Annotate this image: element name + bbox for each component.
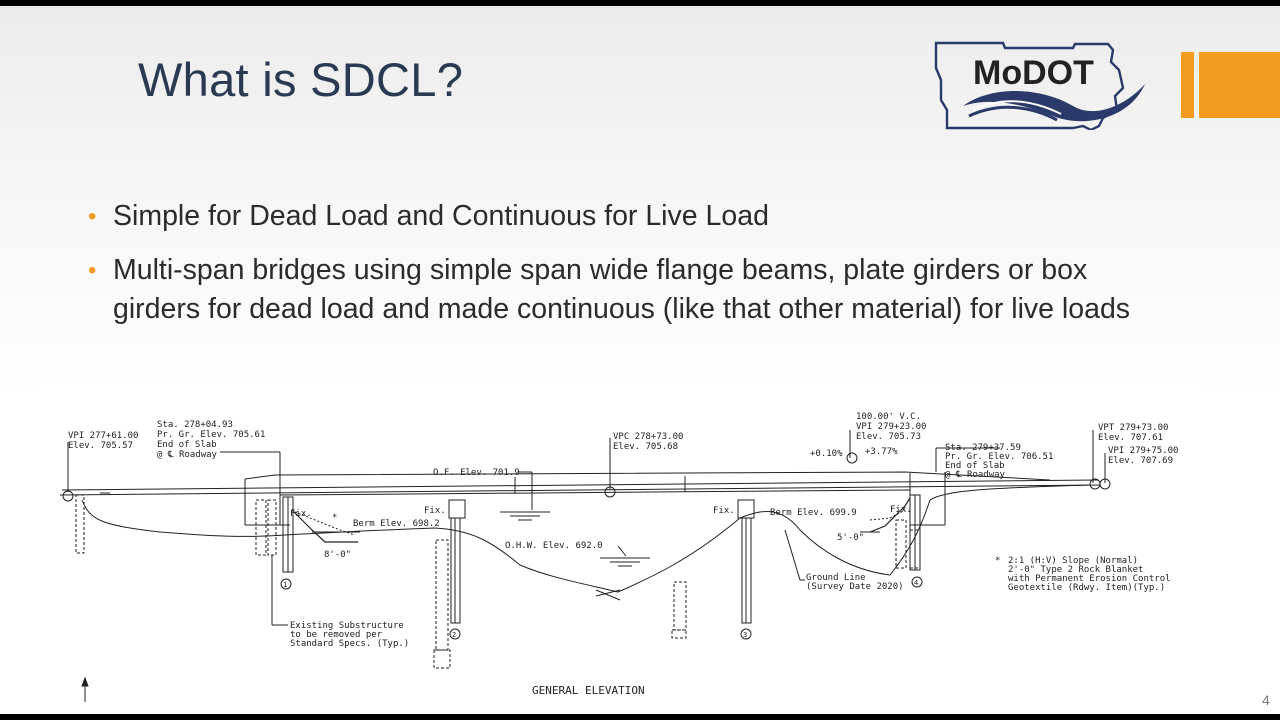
logo-text: MoDOT <box>973 54 1094 92</box>
vc-label: 100.00' V.C. <box>856 412 921 422</box>
sta-right-2: Pr. Gr. Elev. 706.51 <box>945 452 1053 462</box>
sta-right-1: Sta. 279+37.59 <box>945 443 1021 453</box>
vpi-right-elev: Elev. 707.69 <box>1108 456 1173 466</box>
vpc-label: VPC 278+73.00 <box>613 432 683 442</box>
slide-title: What is SDCL? <box>138 53 464 106</box>
of-elev: O.F. Elev. 701.9 <box>433 468 520 478</box>
existing-note-1: Existing Substructure <box>290 621 404 631</box>
grade-right: +3.77% <box>865 447 898 457</box>
bullet-text: Simple for Dead Load and Continuous for … <box>113 200 769 232</box>
berm-right: Berm Elev. 699.9 <box>770 508 857 518</box>
vpc-elev: Elev. 705.68 <box>613 442 678 452</box>
vpt-elev: Elev. 707.61 <box>1098 433 1163 443</box>
bullet-list: • Simple for Dead Load and Continuous fo… <box>88 197 1168 344</box>
sta-left-1: Sta. 278+04.93 <box>157 420 233 430</box>
vc-elev: Elev. 705.73 <box>856 432 921 442</box>
fix-label: Fix. <box>290 509 312 519</box>
bullet-text: Multi-span bridges using simple span wid… <box>113 254 1131 325</box>
bullet-dot-icon: • <box>88 203 97 230</box>
drawing-caption: GENERAL ELEVATION <box>532 684 645 697</box>
dim-left: 8'-0" <box>324 550 351 560</box>
sta-left-4: @ ℄ Roadway <box>157 450 218 460</box>
grade-left: +0.10% <box>810 449 843 459</box>
slide: What is SDCL? MoDOT • Simple for Dead Lo… <box>0 6 1280 714</box>
elevation-svg: VPI 277+61.00 Elev. 705.57 Sta. 278+04.9… <box>59 412 1178 702</box>
existing-note-2: to be removed per <box>290 630 383 640</box>
slope-note-3: with Permanent Erosion Control <box>1008 574 1171 584</box>
accent-bar-narrow <box>1181 52 1194 118</box>
note-star: * <box>332 513 337 523</box>
slope-note-4: Geotextile (Rdwy. Item)(Typ.) <box>1008 583 1165 593</box>
bent-number: 2 <box>452 631 456 639</box>
berm-left: Berm Elev. 698.2 <box>353 519 440 529</box>
slope-note-2: 2'-0" Type 2 Rock Blanket <box>1008 565 1143 575</box>
bent-number: 4 <box>914 579 918 587</box>
fix-label: Fix. <box>424 506 446 516</box>
page-number: 4 <box>1262 692 1270 708</box>
ground-survey: (Survey Date 2020) <box>806 582 904 592</box>
existing-note-3: Standard Specs. (Typ.) <box>290 639 409 649</box>
bullet-item: • Multi-span bridges using simple span w… <box>88 251 1168 329</box>
fix-label: Fix. <box>890 505 912 515</box>
bullet-dot-icon: • <box>88 257 97 284</box>
sta-right-4: @ ℄ Roadway <box>945 470 1006 480</box>
vc-vpi: VPI 279+23.00 <box>856 422 926 432</box>
slope-note-1: 2:1 (H:V) Slope (Normal) <box>1008 556 1138 566</box>
sta-left-2: Pr. Gr. Elev. 705.61 <box>157 430 265 440</box>
bent-number: 3 <box>743 631 747 639</box>
bent-number: 1 <box>283 581 287 589</box>
bullet-item: • Simple for Dead Load and Continuous fo… <box>88 197 1168 236</box>
fix-label: Fix. <box>713 506 735 516</box>
vpi-right-label: VPI 279+75.00 <box>1108 446 1178 456</box>
sta-right-3: End of Slab <box>945 461 1005 471</box>
ground-line: Ground Line <box>806 573 866 583</box>
vpi-left-elev: Elev. 705.57 <box>68 441 133 451</box>
ohw-elev: O.H.W. Elev. 692.0 <box>505 541 603 551</box>
note-star: * <box>995 556 1000 566</box>
modot-logo: MoDOT <box>934 41 1145 130</box>
vpt-label: VPT 279+73.00 <box>1098 423 1168 433</box>
dim-right: 5'-0" <box>837 533 864 543</box>
vpi-left-label: VPI 277+61.00 <box>68 431 138 441</box>
accent-bar-wide <box>1199 52 1280 118</box>
general-elevation-drawing: VPI 277+61.00 Elev. 705.57 Sta. 278+04.9… <box>40 380 1206 706</box>
sta-left-3: End of Slab <box>157 440 217 450</box>
